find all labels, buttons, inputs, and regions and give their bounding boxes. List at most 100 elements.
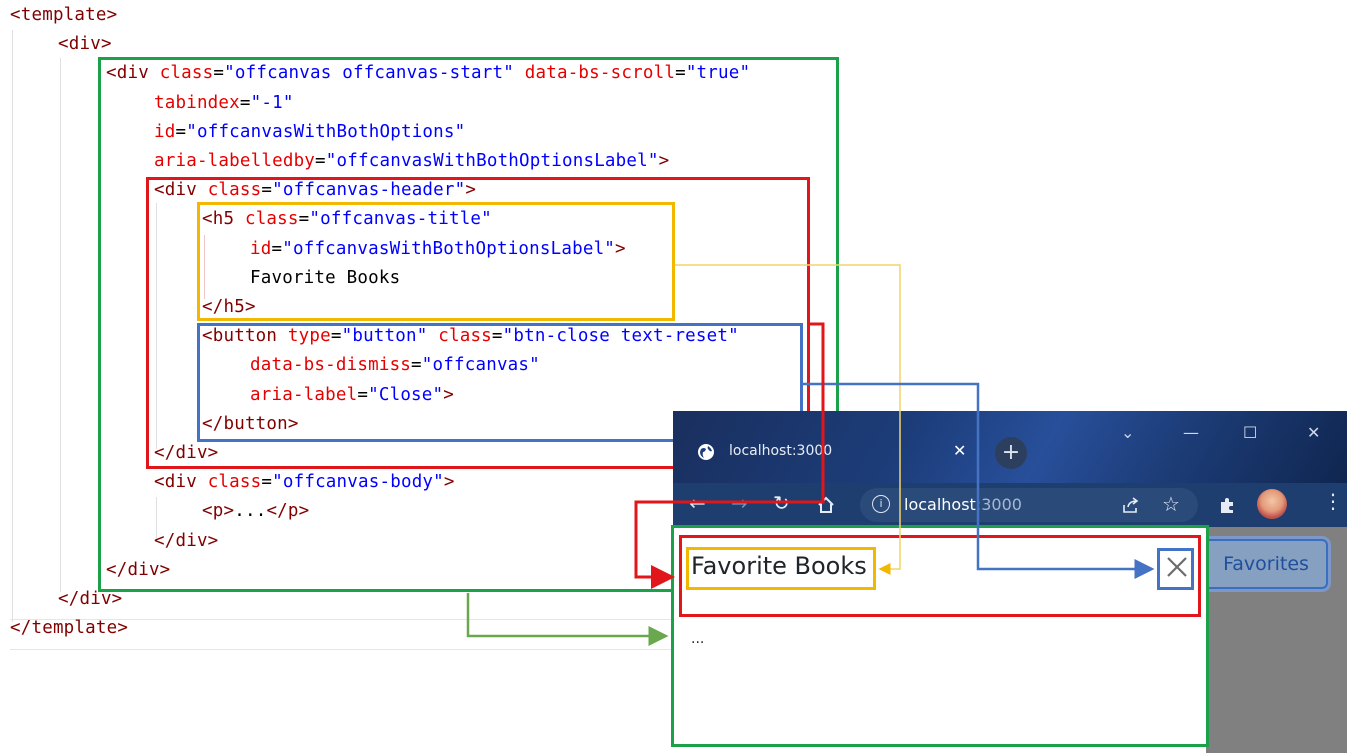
code-token: =	[175, 121, 187, 142]
code-line: </template>	[10, 614, 128, 643]
minimize-icon[interactable]: —	[1183, 423, 1199, 442]
code-token: =	[298, 209, 310, 230]
code-token: "button"	[341, 326, 428, 347]
code-token: </div>	[154, 443, 219, 463]
code-token: "offcanvas-body"	[272, 472, 444, 493]
code-token: "Close"	[368, 384, 444, 405]
browser-toolbar: ← → ↻ i localhost:3000 ☆ ⋮	[673, 483, 1347, 527]
code-token: class	[159, 63, 214, 84]
code-token: "offcanvas-title"	[309, 209, 492, 230]
code-line: aria-labelledby="offcanvasWithBothOption…	[154, 147, 669, 176]
code-line: id="offcanvasWithBothOptionsLabel">	[250, 235, 626, 264]
code-token: "offcanvas"	[421, 355, 540, 376]
title-render-box	[686, 547, 876, 590]
indent-guide	[156, 203, 157, 449]
code-token: aria-labelledby	[154, 151, 316, 171]
code-token: "offcanvas offcanvas-start"	[224, 63, 514, 84]
code-token: "offcanvasWithBothOptionsLabel"	[325, 151, 659, 171]
code-line: aria-label="Close">	[250, 381, 454, 410]
title-bar: localhost:3000 ✕ + ⌄ — ☐ ✕	[673, 411, 1347, 483]
tab-close-icon[interactable]: ✕	[953, 441, 967, 460]
code-token: class	[438, 326, 492, 347]
avatar[interactable]	[1257, 489, 1287, 519]
code-token: <h5	[202, 209, 245, 230]
code-token: "true"	[685, 63, 751, 84]
code-token: >	[658, 151, 670, 171]
indent-guide	[156, 497, 157, 539]
code-token: <div	[154, 180, 208, 201]
code-token: <div	[154, 472, 208, 493]
code-token: Favorite Books	[250, 267, 401, 288]
kebab-menu-icon[interactable]: ⋮	[1323, 489, 1343, 513]
code-token: "offcanvasWithBothOptionsLabel"	[282, 238, 616, 259]
code-token: >	[615, 238, 626, 259]
code-token: =	[491, 326, 503, 347]
code-token: =	[239, 92, 251, 113]
code-token: =	[330, 326, 342, 347]
home-icon[interactable]	[816, 495, 836, 515]
code-token: =	[411, 355, 422, 376]
offcanvas-body-text: ...	[691, 631, 705, 647]
code-line: </div>	[106, 556, 170, 585]
code-token: data-bs-dismiss	[250, 355, 412, 376]
close-icon[interactable]	[1163, 553, 1191, 581]
code-token: "offcanvasWithBothOptions"	[186, 121, 466, 142]
code-token: <div>	[58, 34, 112, 55]
code-token: <p>	[202, 501, 235, 522]
code-line: <div>	[58, 30, 112, 59]
code-token: </h5>	[202, 297, 256, 317]
code-token: </div>	[154, 530, 219, 551]
code-token: tabindex	[154, 92, 240, 113]
back-arrow-icon[interactable]: ←	[689, 491, 706, 515]
puzzle-icon[interactable]	[1218, 495, 1238, 515]
code-line: <h5 class="offcanvas-title"	[202, 205, 492, 234]
code-token: =	[357, 384, 369, 405]
title-code-box	[197, 202, 675, 321]
browser-tab[interactable]: localhost:3000 ✕	[685, 431, 985, 477]
favorites-button[interactable]: Favorites	[1204, 539, 1328, 589]
code-token: id	[250, 238, 272, 259]
code-token: ...	[234, 501, 267, 522]
code-token: </template>	[10, 618, 129, 639]
code-token: =	[261, 180, 273, 201]
globe-icon	[698, 444, 714, 460]
code-line: id="offcanvasWithBothOptions"	[154, 118, 465, 147]
star-icon[interactable]: ☆	[1162, 492, 1180, 516]
info-icon[interactable]: i	[872, 495, 890, 513]
code-listing: <template><div><div class="offcanvas off…	[10, 1, 830, 650]
code-token: </p>	[266, 501, 310, 522]
new-tab-button[interactable]: +	[995, 437, 1027, 469]
code-line: Favorite Books	[250, 264, 400, 293]
indent-guide	[12, 30, 13, 622]
indent-guide	[60, 58, 61, 592]
code-line: <template>	[10, 1, 117, 30]
code-token: class	[244, 209, 299, 230]
current-line-highlight	[10, 619, 830, 650]
share-icon[interactable]	[1122, 496, 1140, 514]
code-line: </button>	[202, 410, 299, 439]
window-close-icon[interactable]: ✕	[1307, 423, 1321, 442]
code-line: </div>	[154, 527, 218, 556]
reload-icon[interactable]: ↻	[773, 491, 790, 515]
code-token: id	[154, 121, 176, 142]
code-token: =	[315, 151, 326, 171]
code-token: <button	[202, 326, 288, 347]
code-token: >	[465, 180, 477, 201]
code-token: =	[271, 238, 283, 259]
tab-search-icon[interactable]: ⌄	[1121, 423, 1135, 442]
code-token: type	[287, 326, 331, 347]
forward-arrow-icon[interactable]: →	[731, 491, 748, 515]
code-line: </div>	[58, 585, 122, 614]
address-text: localhost:3000	[904, 495, 1022, 514]
maximize-icon[interactable]: ☐	[1243, 423, 1258, 442]
address-bar[interactable]: i localhost:3000 ☆	[860, 488, 1198, 522]
code-token: </div>	[58, 589, 123, 609]
code-token: "-1"	[250, 92, 294, 113]
close-render-box	[1157, 548, 1194, 590]
code-token: data-bs-scroll	[524, 63, 676, 84]
code-token: aria-label	[250, 384, 358, 405]
code-line: </div>	[154, 439, 218, 468]
code-token: "offcanvas-header"	[272, 180, 466, 201]
tab-title: localhost:3000	[729, 443, 833, 459]
code-token: =	[675, 63, 686, 84]
